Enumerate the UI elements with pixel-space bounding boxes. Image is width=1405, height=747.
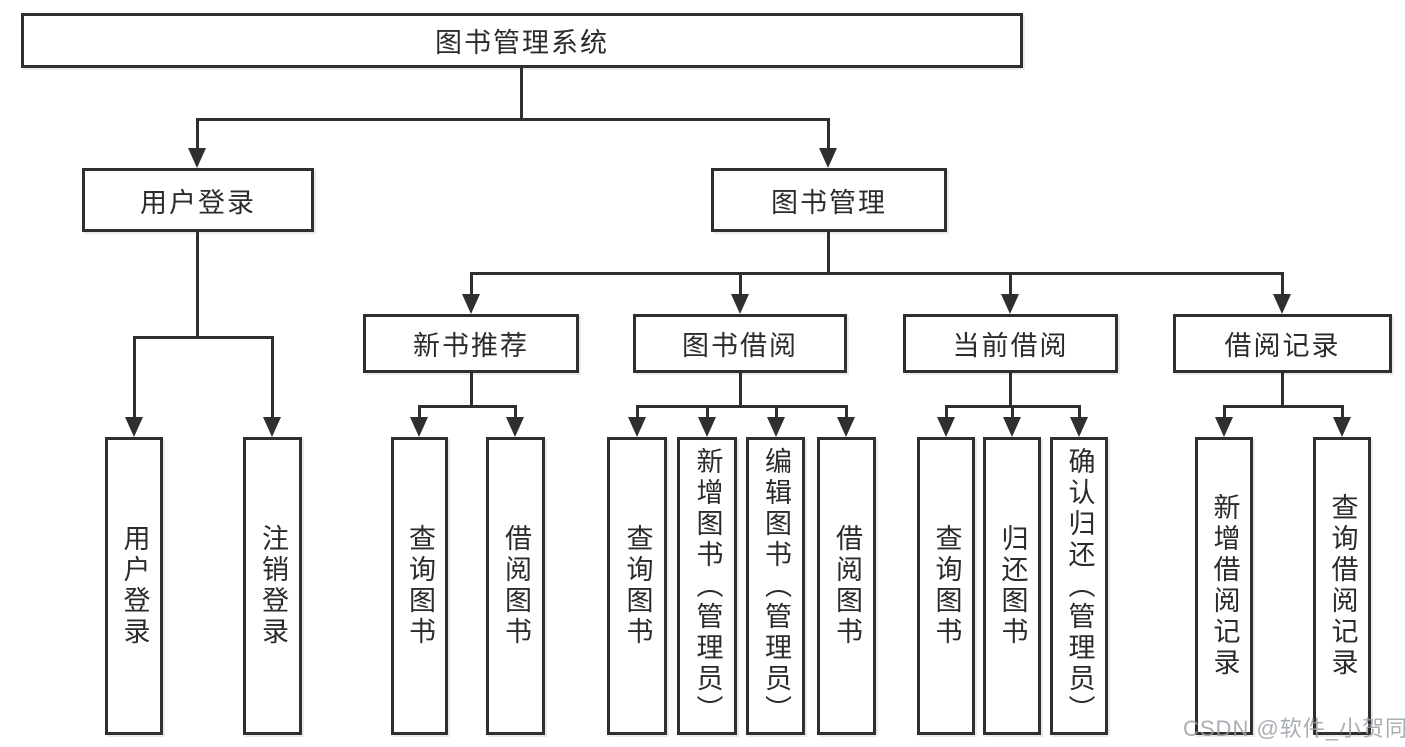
arrow-down-icon <box>506 417 524 437</box>
connector-line <box>706 405 709 421</box>
connector-line <box>520 68 523 118</box>
connector-line <box>196 232 199 336</box>
arrow-down-icon <box>1001 294 1019 314</box>
connector-line <box>418 405 421 421</box>
connector-line <box>1281 272 1284 298</box>
arrow-down-icon <box>837 417 855 437</box>
node-user-login: 用户登录 <box>82 168 314 232</box>
leaf-user-login: 用户登录 <box>105 437 163 735</box>
connector-line <box>196 118 830 121</box>
connector-line <box>133 336 136 420</box>
connector-line <box>1009 373 1012 405</box>
connector-line <box>1011 405 1014 421</box>
connector-line <box>845 405 848 421</box>
arrow-down-icon <box>410 417 428 437</box>
arrow-down-icon <box>263 417 281 437</box>
arrow-down-icon <box>125 417 143 437</box>
node-borrowing-records: 借阅记录 <box>1173 314 1392 373</box>
leaf-records-query-record: 查询借阅记录 <box>1313 437 1371 735</box>
arrow-down-icon <box>767 417 785 437</box>
connector-line <box>636 405 848 408</box>
leaf-recommend-borrow-books: 借阅图书 <box>486 437 545 735</box>
connector-line <box>739 272 742 298</box>
connector-line <box>271 336 274 420</box>
arrow-down-icon <box>628 417 646 437</box>
arrow-down-icon <box>937 417 955 437</box>
connector-line <box>418 405 517 408</box>
arrow-down-icon <box>1333 417 1351 437</box>
connector-line <box>470 272 473 298</box>
connector-line <box>196 118 199 152</box>
arrow-down-icon <box>462 294 480 314</box>
connector-line <box>470 373 473 405</box>
connector-line <box>1223 405 1226 421</box>
arrow-down-icon <box>188 148 206 168</box>
node-book-management: 图书管理 <box>711 168 947 232</box>
connector-line <box>1281 373 1284 405</box>
connector-line <box>1341 405 1344 421</box>
node-book-borrowing: 图书借阅 <box>633 314 847 373</box>
arrow-down-icon <box>731 294 749 314</box>
arrow-down-icon <box>1003 417 1021 437</box>
leaf-recommend-query-books: 查询图书 <box>391 437 448 735</box>
arrow-down-icon <box>1273 294 1291 314</box>
connector-line <box>1009 272 1012 298</box>
arrow-down-icon <box>1070 417 1088 437</box>
connector-line <box>739 373 742 405</box>
leaf-current-return-books: 归还图书 <box>983 437 1041 735</box>
leaf-borrowing-add-books-admin: 新增图书（管理员） <box>677 437 737 735</box>
arrow-down-icon <box>698 417 716 437</box>
leaf-borrowing-edit-books-admin: 编辑图书（管理员） <box>746 437 805 735</box>
node-new-book-recommend: 新书推荐 <box>363 314 579 373</box>
leaf-borrowing-query-books: 查询图书 <box>607 437 667 735</box>
leaf-logout: 注销登录 <box>243 437 302 735</box>
leaf-borrowing-borrow-books: 借阅图书 <box>817 437 876 735</box>
leaf-current-query-books: 查询图书 <box>917 437 975 735</box>
connector-line <box>827 118 830 152</box>
connector-line <box>827 232 830 272</box>
connector-line <box>945 405 948 421</box>
connector-line <box>133 336 274 339</box>
connector-line <box>636 405 639 421</box>
connector-line <box>1078 405 1081 421</box>
leaf-current-confirm-return-admin: 确认归还（管理员） <box>1050 437 1108 735</box>
connector-line <box>1223 405 1344 408</box>
node-current-borrowing: 当前借阅 <box>903 314 1118 373</box>
arrow-down-icon <box>819 148 837 168</box>
connector-line <box>470 272 1283 275</box>
connector-line <box>514 405 517 421</box>
arrow-down-icon <box>1215 417 1233 437</box>
connector-line <box>775 405 778 421</box>
csdn-watermark: CSDN @软件_小贺同学 <box>1183 716 1405 741</box>
node-library-system: 图书管理系统 <box>21 13 1023 68</box>
leaf-records-add-record: 新增借阅记录 <box>1195 437 1253 735</box>
